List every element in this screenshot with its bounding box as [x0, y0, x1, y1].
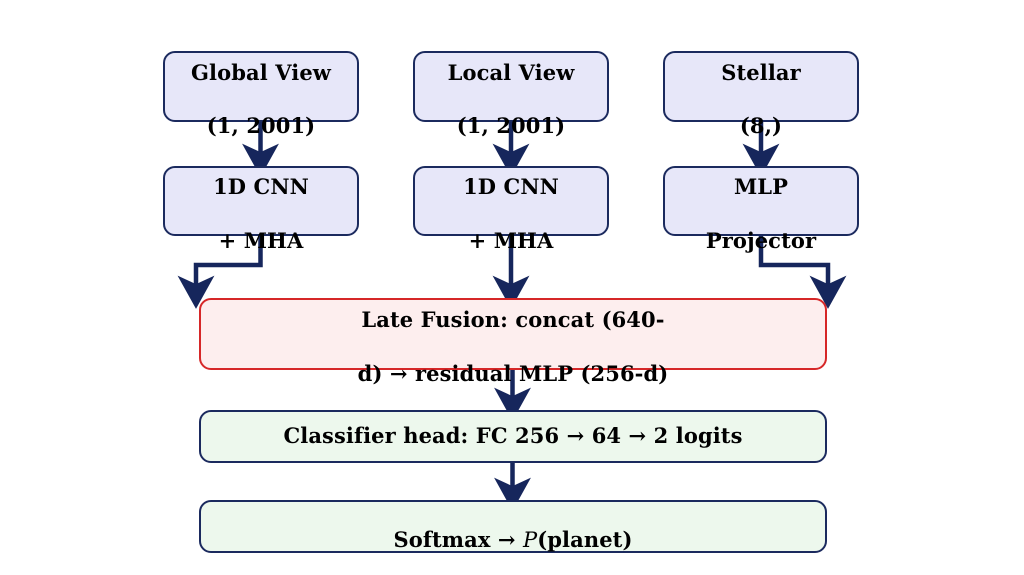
node-global-view-label: Global View (1, 2001) — [181, 33, 341, 141]
node-local-view-line1: Local View — [447, 59, 575, 85]
node-local-view[interactable]: Local View (1, 2001) — [413, 51, 609, 138]
node-cnn-local-label: 1D CNN + MHA — [453, 147, 569, 255]
node-classifier-head-label: Classifier head: FC 256 → 64 → 2 logits — [283, 423, 743, 449]
node-mlp-projector-label: MLP Projector — [696, 147, 826, 255]
node-mlp-projector[interactable]: MLP Projector — [663, 166, 859, 253]
node-softmax-label: Softmax → P(planet) — [384, 500, 643, 554]
node-softmax-suffix: (planet) — [537, 526, 633, 552]
node-late-fusion-line2: d) → residual MLP (256-d) — [357, 360, 669, 386]
node-late-fusion-label: Late Fusion: concat (640- d) → residual … — [348, 280, 679, 388]
node-classifier-head[interactable]: Classifier head: FC 256 → 64 → 2 logits — [199, 410, 827, 463]
node-cnn-global-line1: 1D CNN — [213, 174, 309, 200]
node-global-view-line2: (1, 2001) — [206, 113, 316, 139]
node-cnn-global-label: 1D CNN + MHA — [203, 147, 319, 255]
node-stellar-line2: (8,) — [739, 113, 783, 139]
node-stellar-label: Stellar (8,) — [711, 33, 811, 141]
node-global-view[interactable]: Global View (1, 2001) — [163, 51, 359, 138]
node-global-view-line1: Global View — [191, 59, 331, 85]
node-local-view-line2: (1, 2001) — [456, 113, 566, 139]
node-cnn-global[interactable]: 1D CNN + MHA — [163, 166, 359, 253]
node-softmax-symbol: P — [522, 527, 538, 552]
node-late-fusion[interactable]: Late Fusion: concat (640- d) → residual … — [199, 298, 827, 386]
node-cnn-global-line2: + MHA — [218, 227, 304, 253]
node-mlp-projector-line1: MLP — [733, 174, 789, 200]
node-softmax[interactable]: Softmax → P(planet) — [199, 500, 827, 553]
node-stellar-line1: Stellar — [721, 59, 801, 85]
node-cnn-local-line1: 1D CNN — [463, 174, 559, 200]
node-cnn-local-line2: + MHA — [468, 227, 554, 253]
node-late-fusion-line1: Late Fusion: concat (640- — [361, 307, 665, 333]
node-mlp-projector-line2: Projector — [705, 227, 817, 253]
node-local-view-label: Local View (1, 2001) — [438, 33, 585, 141]
node-stellar[interactable]: Stellar (8,) — [663, 51, 859, 138]
node-cnn-local[interactable]: 1D CNN + MHA — [413, 166, 609, 253]
node-softmax-prefix: Softmax → — [393, 526, 523, 552]
